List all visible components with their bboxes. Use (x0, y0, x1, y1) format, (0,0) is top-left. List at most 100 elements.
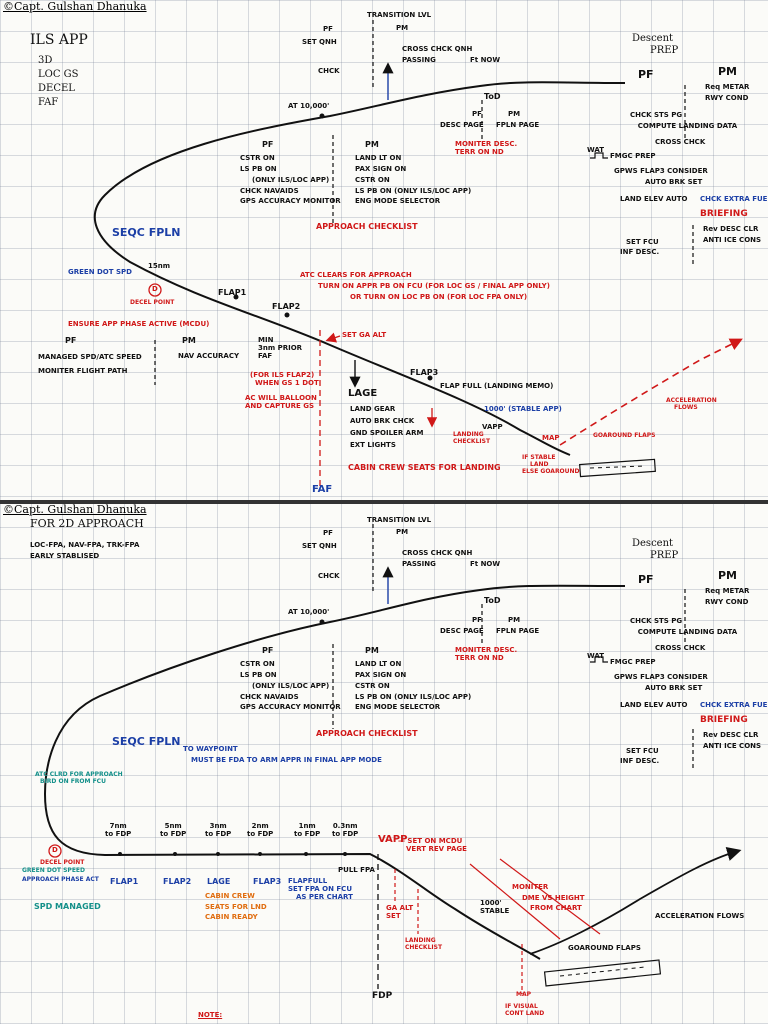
flap2: FLAP2 (163, 877, 192, 886)
checks-pm-list: LAND LT ON PAX SIGN ON CSTR ON LS PB ON … (355, 153, 471, 207)
2d-go-around-path (529, 847, 742, 955)
flapfull: FLAPFULL SET FPA ON FCU AS PER CHART (288, 877, 353, 901)
distance-5: 1nm to FDP (294, 822, 320, 838)
set-fcu: SET FCU (626, 747, 659, 755)
distance-label: to FDP (332, 830, 359, 839)
to-waypoint-line: MUST BE FDA TO ARM APPR IN FINAL APP MOD… (191, 755, 382, 764)
ils-flight-path-drawing (93, 20, 743, 490)
lower-pm-head: PM (182, 336, 196, 345)
land-elev-auto: LAND ELEV AUTO (620, 701, 688, 709)
atc-clears-line: TURN ON APPR PB ON FCU (FOR LOC GS / FIN… (318, 282, 550, 291)
title-line: FAF (38, 97, 59, 108)
to-waypoint-note: TO WAYPOINT MUST BE FDA TO ARM APPR IN F… (183, 744, 382, 765)
decel-line: APPROACH PHASE ACT (22, 875, 99, 883)
landing-checklist-line: CHECKLIST (453, 437, 491, 445)
decel-line: DECEL POINT (40, 859, 85, 866)
cabin-crew-line: SEATS FOR LND (205, 902, 267, 911)
panel-divider (0, 500, 768, 504)
req-metar: Req METAR (705, 83, 750, 91)
pm-item: ENG MODE SELECTOR (355, 703, 441, 712)
vapp-note: — SET ON MCDU VERT REV PAGE (398, 837, 467, 853)
title-line: LOC GS (38, 69, 79, 80)
set-qnh: SET QNH (302, 38, 337, 46)
pm-item: PAX SIGN ON (355, 670, 407, 679)
decel-line: GREEN DOT SPEED (22, 867, 86, 875)
stable-line: 1000' (480, 899, 502, 907)
ft-now: Ft NOW (470, 56, 501, 64)
pf-item: CHCK NAVAIDS (240, 692, 299, 701)
checks-pm-list: LAND LT ON PAX SIGN ON CSTR ON LS PB ON … (355, 659, 471, 713)
land-elev-auto: LAND ELEV AUTO (620, 195, 688, 203)
monitor-desc-line: TERR ON ND (455, 148, 504, 157)
spd-managed: SPD MANAGED (34, 902, 101, 911)
monitor-desc-line: TERR ON ND (455, 654, 504, 663)
lage-item: LAND GEAR (350, 405, 396, 413)
pm-item: LS PB ON (ONLY ILS/LOC APP) (355, 692, 472, 701)
distance-2: 5nm to FDP (160, 822, 186, 838)
landing-data-item: COMPUTE LANDING DATA (637, 121, 738, 130)
ft-now: Ft NOW (470, 560, 501, 568)
ils-descent-path (93, 81, 626, 456)
landing-checklist-line: LANDING (405, 937, 436, 944)
min-3nm-faf: MIN 3nm PRIOR FAF (258, 336, 302, 360)
vapp: VAPP (482, 423, 503, 431)
fmgc-prep: FMGC PREP (610, 152, 656, 160)
cross-check-qnh: CROSS CHCK QNH (402, 45, 473, 53)
stable-1000: 1000' STABLE (480, 899, 509, 915)
chck-extra-fuel: CHCK EXTRA FUEL (700, 195, 768, 203)
landing-data-item: CHCK STS PG (630, 617, 683, 625)
wat-label: WAT (587, 652, 605, 660)
rev-desc-item: Rev DESC CLR (703, 225, 759, 233)
distance-6: 0.3nm to FDP (332, 822, 358, 838)
if-stable-line: ELSE GOAROUND (522, 467, 580, 475)
flapfull-line: FLAPFULL (288, 877, 328, 885)
set-fcu-list: SET FCU INF DESC. (620, 238, 659, 258)
seqc-fpln: SEQC FPLN (112, 735, 181, 748)
flap-full-text: FLAP FULL (LANDING MEMO) (440, 382, 554, 390)
descent-prep-title2: PREP (650, 550, 679, 561)
min-line: FAF (258, 352, 273, 361)
pf-item: GPS ACCURACY MONITOR (240, 197, 341, 206)
flap3: FLAP3 (253, 877, 282, 886)
distance-value: 1nm (298, 822, 316, 830)
ils-flap2: (FOR ILS FLAP2) WHEN GS 1 DOT (250, 371, 319, 387)
author-credit: ©Capt. Gulshan Dhanuka (3, 0, 147, 13)
cabin-crew-seats: CABIN CREW SEATS FOR LANDING (348, 463, 501, 472)
decel-block: DECEL POINT GREEN DOT SPEED APPROACH PHA… (22, 859, 99, 884)
ils-approach-panel: ©Capt. Gulshan Dhanuka ILS APP 3D LOC GS… (0, 0, 768, 500)
set-qnh: SET QNH (302, 542, 337, 550)
lower-pf-list: MANAGED SPD/ATC SPEED MONITER FLIGHT PAT… (38, 350, 142, 378)
2d-flight-path-drawing (43, 524, 742, 994)
pf-item: CSTR ON (240, 660, 275, 668)
req-metar: Req METAR (705, 587, 750, 595)
inf-desc: INF DESC. (620, 247, 660, 256)
acceleration-line: ACCELERATION (666, 397, 717, 404)
stable-line: STABLE (480, 907, 510, 916)
pm-item: CSTR ON (355, 175, 390, 184)
descent-pf: PF (638, 573, 654, 586)
approach-checklist: APPROACH CHECKLIST (316, 729, 418, 738)
landing-data-list: CHCK STS PG COMPUTE LANDING DATA (630, 110, 737, 132)
approach-checklist: APPROACH CHECKLIST (316, 222, 418, 231)
moniter-line: FROM CHART (530, 904, 582, 912)
descent-prep-title: Descent (632, 538, 674, 549)
cabin-crew-line: CABIN READY (205, 913, 258, 921)
acceleration-line: FLOWS (674, 403, 698, 411)
monitor-desc-line: MONITER DESC. (455, 140, 518, 148)
acceleration-flows: ACCELERATION FLOWS (655, 912, 745, 920)
approach-title: ILS APP (30, 32, 88, 48)
descent-pm: PM (718, 569, 738, 582)
desc-page-pf: PF (472, 616, 482, 624)
pf-item: LS PB ON (240, 670, 277, 679)
fpln-page: FPLN PAGE (496, 121, 540, 129)
moniter-line: MONITER (512, 883, 549, 891)
monitor-desc-line: MONITER DESC. (455, 646, 518, 654)
passing: PASSING (402, 56, 436, 64)
decel-point: DECEL POINT (130, 299, 175, 306)
descent-pm-items: Req METAR RWY COND (705, 586, 749, 607)
flap-full: FLAP FULL (LANDING MEMO) (440, 382, 553, 390)
balloon-note: AC WILL BALLOON AND CAPTURE GS (245, 394, 317, 410)
landing-checklist: LANDING CHECKLIST (405, 937, 442, 952)
distance-label: to FDP (294, 830, 321, 839)
flap1: FLAP1 (218, 288, 247, 297)
